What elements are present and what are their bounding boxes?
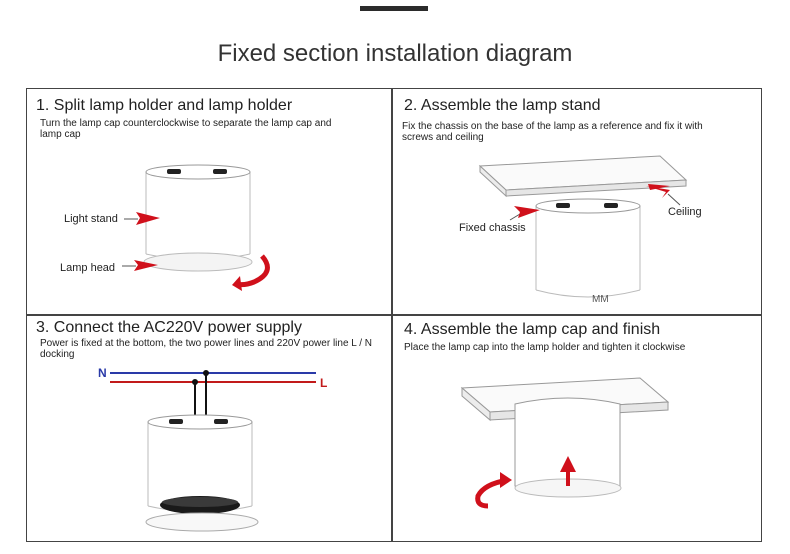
page-title: Fixed section installation diagram <box>217 40 573 67</box>
label-l: L <box>320 376 328 390</box>
arrow-insert-up <box>560 456 576 486</box>
installed-lamp-cylinder <box>514 397 622 498</box>
ceiling-board <box>478 155 688 198</box>
lamp-holder-cylinder <box>143 164 253 272</box>
lamp-head-disc <box>145 512 259 532</box>
label-ceiling: Ceiling <box>668 206 702 218</box>
label-light-stand: Light stand <box>64 213 118 225</box>
panel-4-title: 4. Assemble the lamp cap and finish <box>404 321 661 338</box>
arrow-light-stand <box>124 212 160 225</box>
arrow-ceiling <box>646 184 681 206</box>
panel-3-description: Power is fixed at the bottom, the two po… <box>40 338 373 360</box>
panel-1-description: Turn the lamp cap counterclockwise to se… <box>40 118 332 140</box>
panel-4-description: Place the lamp cap into the lamp holder … <box>404 342 686 353</box>
panel-3-title: 3. Connect the AC220V power supply <box>36 319 302 336</box>
rotate-counterclockwise-arrow <box>232 254 270 291</box>
lamp-power-leads <box>192 370 209 420</box>
label-mm: MM <box>592 294 609 305</box>
panel-2-title: 2. Assemble the lamp stand <box>404 97 601 114</box>
label-n: N <box>98 366 107 380</box>
heat-sink-module <box>160 496 240 514</box>
panel-2-description: Fix the chassis on the base of the lamp … <box>402 121 703 143</box>
lamp-holder-cylinder <box>147 414 253 513</box>
label-lamp-head: Lamp head <box>60 262 116 274</box>
grid-divider-horizontal <box>26 314 762 316</box>
label-fixed-chassis: Fixed chassis <box>459 222 526 234</box>
panel-1-title: 1. Split lamp holder and lamp holder <box>36 97 293 114</box>
rotate-clockwise-arrow <box>475 472 512 509</box>
header-bar <box>360 6 428 11</box>
arrow-lamp-head <box>122 260 158 271</box>
arrow-fixed-chassis <box>509 206 540 221</box>
fixed-chassis-cylinder <box>535 198 641 298</box>
